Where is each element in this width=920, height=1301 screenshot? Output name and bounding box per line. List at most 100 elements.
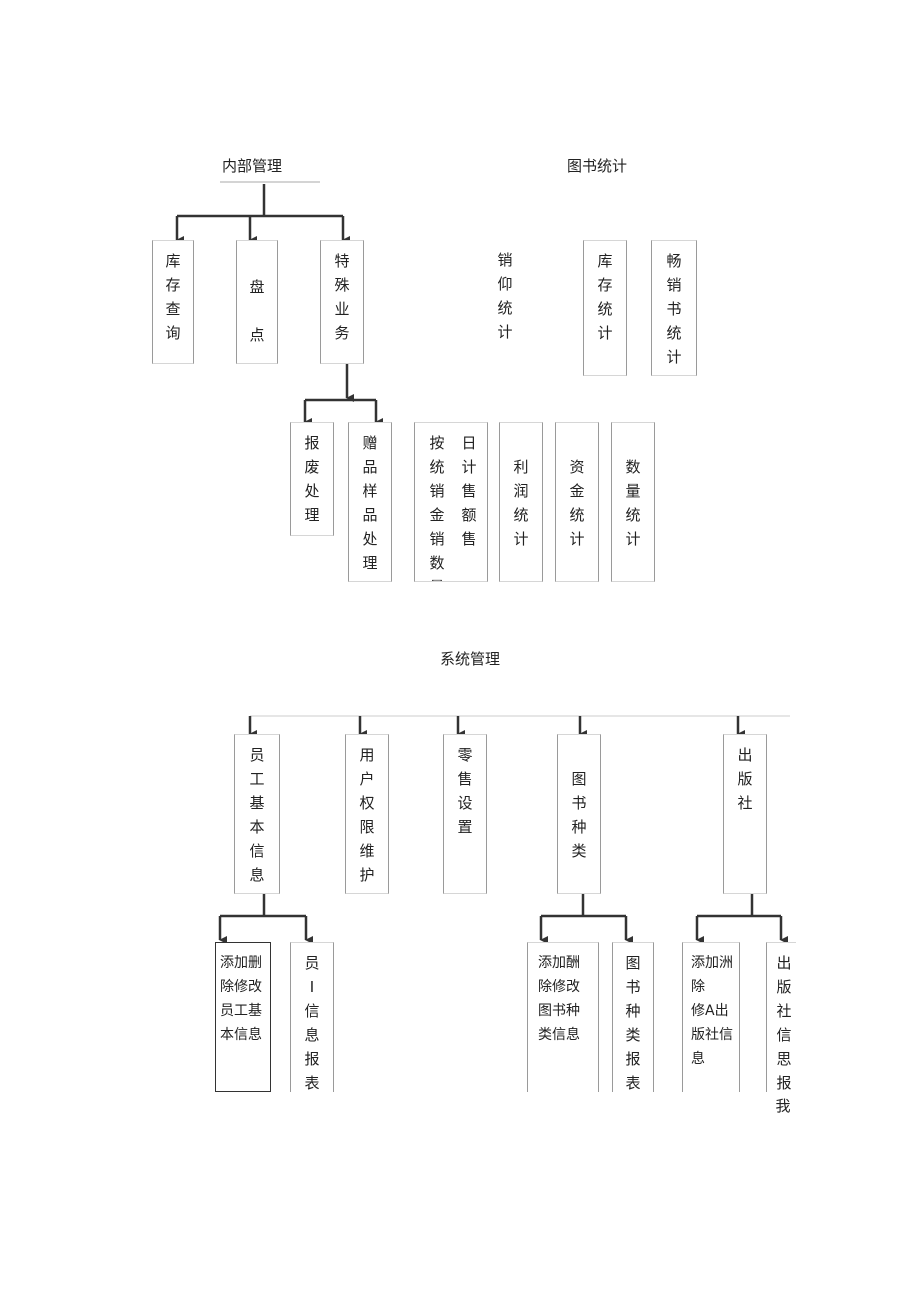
label-char: 权 <box>359 794 375 812</box>
label-char: 社 <box>776 1002 792 1020</box>
label-char: 计 <box>497 323 513 341</box>
label-char: 书 <box>625 978 641 996</box>
label-char: 表 <box>625 1074 641 1092</box>
label-char: 报 <box>625 1050 641 1068</box>
label-char: 金 <box>569 482 585 500</box>
retail-setup-node: 零售设置 <box>443 734 487 894</box>
label-char: 种 <box>625 1002 641 1020</box>
publisher-node: 出版社 <box>723 734 767 894</box>
label-char: 报 <box>776 1074 792 1092</box>
category-report-node: 图书种类报表 <box>612 942 654 1092</box>
label-char: 思 <box>776 1050 792 1068</box>
label-char: 限 <box>359 818 375 836</box>
label-char: 维 <box>359 842 375 860</box>
label-char: 员 <box>249 746 265 764</box>
label-char: 询 <box>165 324 181 342</box>
label-char: 置 <box>457 818 473 836</box>
label-char: 查 <box>165 300 181 318</box>
scrap-handling-node: 报废处理 <box>290 422 334 536</box>
label-char: 设 <box>457 794 473 812</box>
label-char: 版 <box>776 978 792 996</box>
daily-sales-left-label: 按统销金销数量 <box>421 431 453 581</box>
quantity-stats-node: 数量统计 <box>611 422 655 582</box>
label-char: 信 <box>249 842 265 860</box>
label-char: 统 <box>666 324 682 342</box>
special-business-label: 特殊业务 <box>321 249 363 345</box>
label-char: 表 <box>304 1074 320 1092</box>
label-char: 仰 <box>497 275 513 293</box>
label-char: 理 <box>304 506 320 524</box>
label-char: 畅 <box>666 252 682 270</box>
capital-stats-label: 资金统计 <box>556 455 598 551</box>
label-char: 售 <box>461 530 477 548</box>
capital-stats-node: 资金统计 <box>555 422 599 582</box>
retail-setup-label: 零售设置 <box>444 743 486 839</box>
label-char: 理 <box>362 554 378 572</box>
label-char: 量 <box>625 482 641 500</box>
label-char: 报 <box>304 1050 320 1068</box>
label-char: 计 <box>461 458 477 476</box>
label-char: 信 <box>776 1026 792 1044</box>
label-char: 处 <box>304 482 320 500</box>
inventory-stats-label: 库存统计 <box>584 249 626 345</box>
user-permission-node: 用户权限维护 <box>345 734 389 894</box>
label-char: 盘 <box>249 278 265 296</box>
label-char: 计 <box>569 530 585 548</box>
label-char: 信 <box>304 1002 320 1020</box>
label-char: 出 <box>776 954 792 972</box>
staff-info-node: 员工基本信息 <box>234 734 280 894</box>
label-char: 业 <box>334 300 350 318</box>
label-char: 息 <box>249 866 265 884</box>
label-char: 本 <box>249 818 265 836</box>
label-char: 额 <box>461 506 477 524</box>
category-report-label: 图书种类报表 <box>613 951 653 1092</box>
inventory-query-label: 库存查询 <box>153 249 193 345</box>
daily-sales-right-label: 日计售额售 <box>453 431 485 551</box>
label-char: 计 <box>666 348 682 366</box>
label-char: 数 <box>429 554 445 572</box>
label-char: 息 <box>304 1026 320 1044</box>
label-char: 书 <box>571 794 587 812</box>
system-management-title: 系统管理 <box>440 650 501 668</box>
label-char: 社 <box>737 794 753 812</box>
label-char: 库 <box>165 252 181 270</box>
publisher-report-overflow: 我 <box>772 1094 794 1118</box>
label-char: 量 <box>429 575 444 581</box>
label-char: 品 <box>362 506 378 524</box>
label-char: 出 <box>737 746 753 764</box>
label-char: 图 <box>571 770 587 788</box>
publisher-report-label: 出版社信思报 <box>773 951 795 1092</box>
label-char: 金 <box>429 506 445 524</box>
gift-sample-label: 赠品样品处理 <box>349 431 391 575</box>
label-char: 计 <box>513 530 529 548</box>
inventory-query-node: 库存查询 <box>152 240 194 364</box>
label-char: 销 <box>429 530 445 548</box>
label-char: 类 <box>571 842 587 860</box>
label-char: 库 <box>597 252 613 270</box>
label-char: I <box>309 978 315 996</box>
staff-edit-label: 添加删 除修改 员工基 本信息 <box>220 955 262 1043</box>
label-char: 利 <box>513 458 529 476</box>
gift-sample-node: 赠品样品处理 <box>348 422 392 582</box>
category-edit-label: 添加酬 除修改 图书种 类信息 <box>538 955 580 1043</box>
staff-info-label: 员工基本信息 <box>235 743 279 887</box>
scrap-handling-label: 报废处理 <box>291 431 333 527</box>
label-char: 种 <box>571 818 587 836</box>
label-char: 户 <box>359 770 375 788</box>
label-char: 特 <box>334 252 350 270</box>
label-char: 员 <box>304 954 320 972</box>
publisher-label: 出版社 <box>724 743 766 815</box>
label-char: 品 <box>362 458 378 476</box>
label-char: 销 <box>429 482 445 500</box>
label-char: 报 <box>304 434 320 452</box>
publisher-report-node: 出版社信思报 <box>766 942 796 1092</box>
label-char: 基 <box>249 794 265 812</box>
book-category-label: 图书种类 <box>558 767 600 863</box>
label-char: 统 <box>597 300 613 318</box>
label-char: 图 <box>625 954 641 972</box>
label-char: 售 <box>457 770 473 788</box>
label-char: 用 <box>359 746 375 764</box>
label-char: 书 <box>666 300 682 318</box>
